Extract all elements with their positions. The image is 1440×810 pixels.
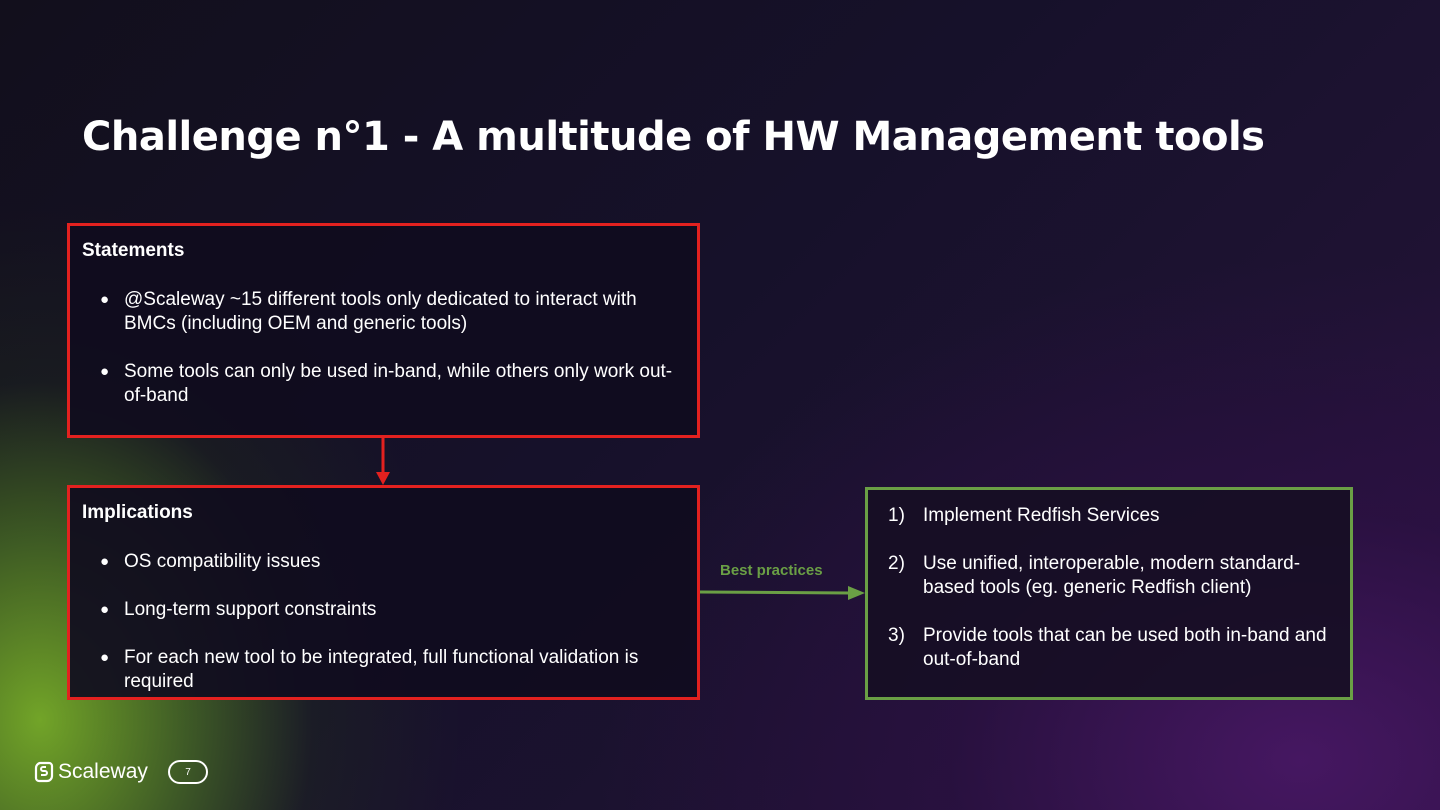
best-practices-label: Best practices <box>720 562 823 579</box>
slide-title: Challenge n°1 - A multitude of HW Manage… <box>82 114 1265 160</box>
step-text: Implement Redfish Services <box>923 505 1160 526</box>
step-number: 1) <box>888 505 905 526</box>
step-number: 3) <box>888 625 905 646</box>
scaleway-logo-icon <box>34 761 54 783</box>
arrow-down-icon <box>376 438 390 485</box>
bullet-dot-icon: ● <box>100 363 110 380</box>
scaleway-logo: Scaleway <box>34 759 148 785</box>
list-item: 1) Implement Redfish Services <box>868 504 1350 528</box>
arrow-right-icon <box>700 586 865 600</box>
implications-box: Implications ● OS compatibility issues ●… <box>67 485 700 700</box>
implication-text: For each new tool to be integrated, full… <box>124 647 639 692</box>
bullet-dot-icon: ● <box>100 649 110 666</box>
list-item: ● For each new tool to be integrated, fu… <box>70 646 697 694</box>
statement-text: Some tools can only be used in-band, whi… <box>124 361 673 406</box>
implications-heading: Implications <box>82 502 193 523</box>
list-item: 2) Use unified, interoperable, modern st… <box>868 552 1350 600</box>
list-item: ● Some tools can only be used in-band, w… <box>70 360 697 408</box>
step-text: Provide tools that can be used both in-b… <box>923 625 1327 670</box>
page-number: 7 <box>185 766 191 778</box>
statements-list: ● @Scaleway ~15 different tools only ded… <box>70 288 697 408</box>
list-item: ● @Scaleway ~15 different tools only ded… <box>70 288 697 336</box>
bullet-dot-icon: ● <box>100 291 110 308</box>
list-item: 3) Provide tools that can be used both i… <box>868 624 1350 672</box>
statements-box: Statements ● @Scaleway ~15 different too… <box>67 223 700 438</box>
list-item: ● OS compatibility issues <box>70 550 697 574</box>
page-number-badge: 7 <box>168 760 208 784</box>
step-number: 2) <box>888 553 905 574</box>
implication-text: Long-term support constraints <box>124 599 377 620</box>
list-item: ● Long-term support constraints <box>70 598 697 622</box>
implications-list: ● OS compatibility issues ● Long-term su… <box>70 550 697 694</box>
best-practices-box: 1) Implement Redfish Services 2) Use uni… <box>865 487 1353 700</box>
logo-text: Scaleway <box>58 760 148 783</box>
bullet-dot-icon: ● <box>100 553 110 570</box>
bullet-dot-icon: ● <box>100 601 110 618</box>
statement-text: @Scaleway ~15 different tools only dedic… <box>124 289 637 334</box>
statements-heading: Statements <box>82 240 185 261</box>
implication-text: OS compatibility issues <box>124 551 321 572</box>
step-text: Use unified, interoperable, modern stand… <box>923 553 1301 598</box>
best-practices-list: 1) Implement Redfish Services 2) Use uni… <box>868 504 1350 672</box>
